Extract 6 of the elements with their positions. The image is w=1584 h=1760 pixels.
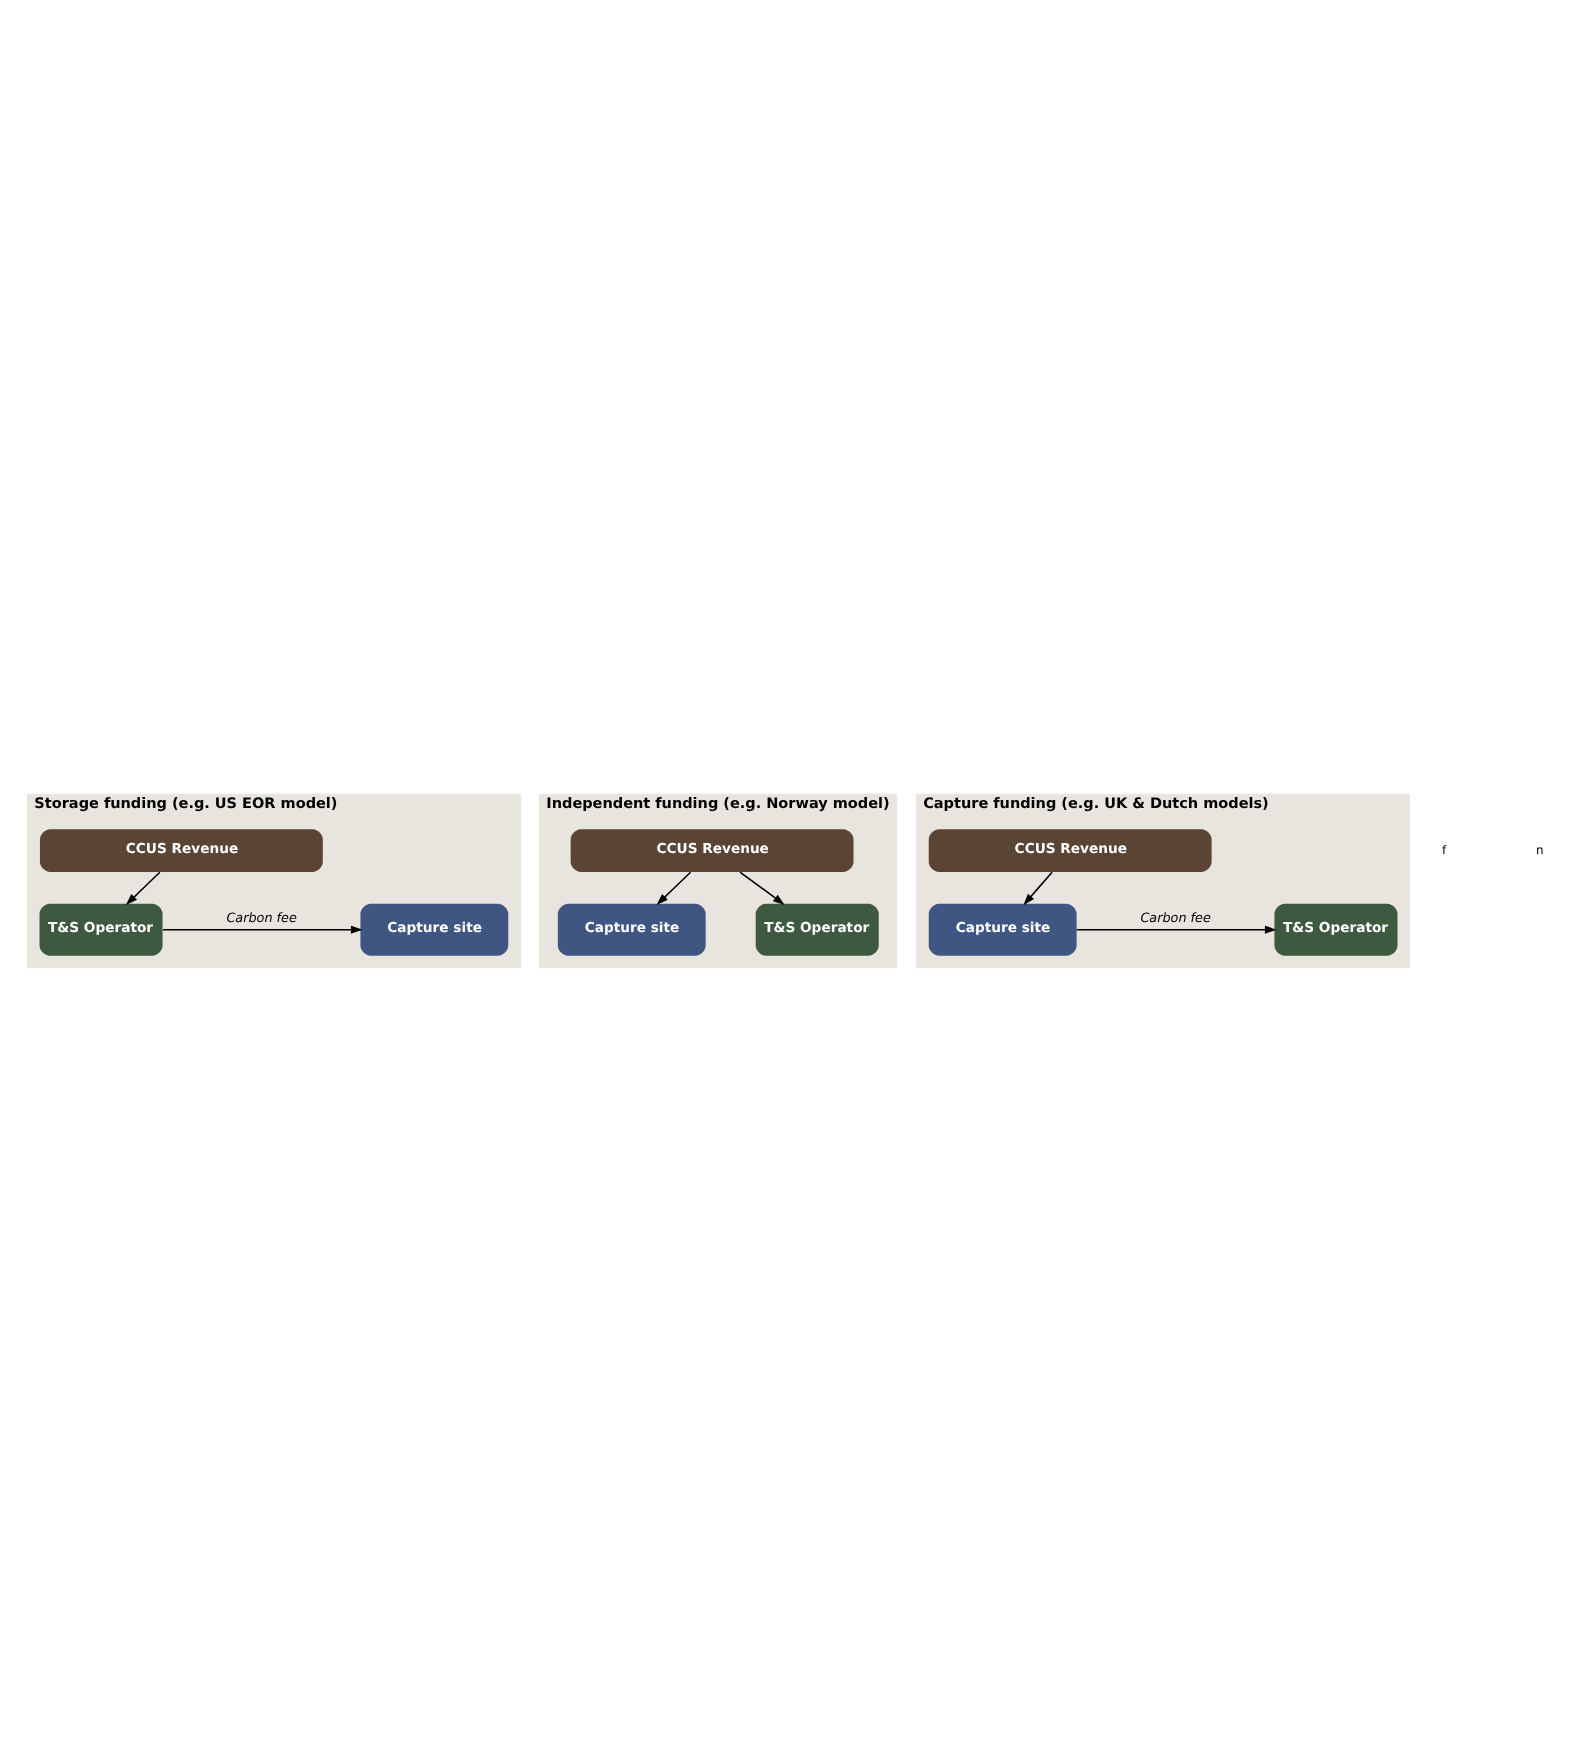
arrow [1023, 870, 1053, 905]
arrow [162, 924, 363, 933]
arrow [739, 870, 785, 904]
arrow [656, 870, 692, 904]
arrow [125, 870, 161, 904]
arrow [1075, 924, 1277, 933]
